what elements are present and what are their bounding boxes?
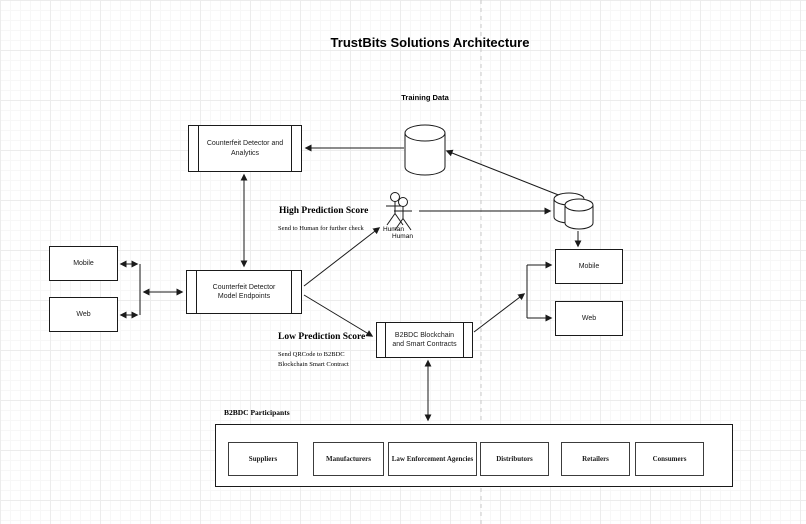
process-bar-icon [463, 323, 464, 357]
node-web-left[interactable]: Web [49, 297, 118, 332]
training-data-label: Training Data [401, 93, 449, 102]
node-mobile-right[interactable]: Mobile [555, 249, 623, 284]
process-bar-icon [198, 126, 199, 171]
participant-label: Consumers [652, 454, 687, 463]
participant-label: Distributors [496, 454, 533, 463]
node-counterfeit-detector-endpoints[interactable]: Counterfeit Detector Model Endpoints [186, 270, 302, 314]
arrow-resultsdb-to-trainingdb [445, 149, 562, 197]
participant-retailers[interactable]: Retailers [561, 442, 630, 476]
node-label: Counterfeit Detector and Analytics [206, 140, 284, 157]
arrow-endpoints-to-human [303, 227, 381, 287]
participant-label: Manufacturers [326, 454, 371, 463]
participant-label: Suppliers [248, 454, 278, 463]
participant-distributors[interactable]: Distributors [480, 442, 549, 476]
node-label: Web [581, 314, 597, 322]
node-label: Counterfeit Detector Model Endpoints [212, 283, 276, 300]
participants-title: B2BDC Participants [224, 408, 290, 417]
high-prediction-note: Send to Human for further check [278, 225, 364, 232]
results-database-icon[interactable] [553, 192, 594, 230]
training-database-icon[interactable] [404, 124, 446, 176]
participant-consumers[interactable]: Consumers [635, 442, 704, 476]
high-prediction-score-label: High Prediction Score [279, 206, 369, 216]
participant-suppliers[interactable]: Suppliers [228, 442, 298, 476]
process-bar-icon [291, 126, 292, 171]
node-counterfeit-detector-analytics[interactable]: Counterfeit Detector and Analytics [188, 125, 302, 172]
human-label-front: Human [392, 233, 413, 240]
participant-label: Law Enforcement Agencies [391, 454, 474, 463]
node-b2bdc-blockchain[interactable]: B2BDC Blockchain and Smart Contracts [376, 322, 473, 358]
human-label-back: Human [383, 226, 404, 233]
node-label: Web [76, 310, 91, 318]
low-prediction-note: Send QRCode to B2BDC Blockchain Smart Co… [278, 351, 349, 368]
participant-manufacturers[interactable]: Manufacturers [313, 442, 384, 476]
process-bar-icon [385, 323, 386, 357]
node-label: B2BDC Blockchain and Smart Contracts [392, 331, 457, 348]
process-bar-icon [196, 271, 197, 313]
node-label: Mobile [73, 259, 94, 267]
arrow-endpoints-to-b2bdc [303, 294, 374, 337]
low-prediction-score-label: Low Prediction Score [278, 332, 366, 342]
process-bar-icon [291, 271, 292, 313]
node-web-right[interactable]: Web [555, 301, 623, 336]
human-actor-icon[interactable] [386, 192, 412, 231]
arrow-b2bdc-to-junction [473, 293, 526, 333]
diagram-title: TrustBits Solutions Architecture [330, 35, 530, 50]
node-mobile-left[interactable]: Mobile [49, 246, 118, 281]
participant-label: Retailers [582, 454, 609, 463]
participant-law-enforcement[interactable]: Law Enforcement Agencies [388, 442, 477, 476]
node-label: Mobile [578, 262, 600, 270]
